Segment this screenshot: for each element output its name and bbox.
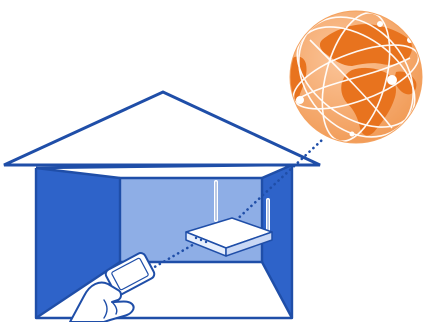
house-roof xyxy=(4,92,320,165)
internet-globe xyxy=(275,0,432,160)
house xyxy=(4,92,320,318)
